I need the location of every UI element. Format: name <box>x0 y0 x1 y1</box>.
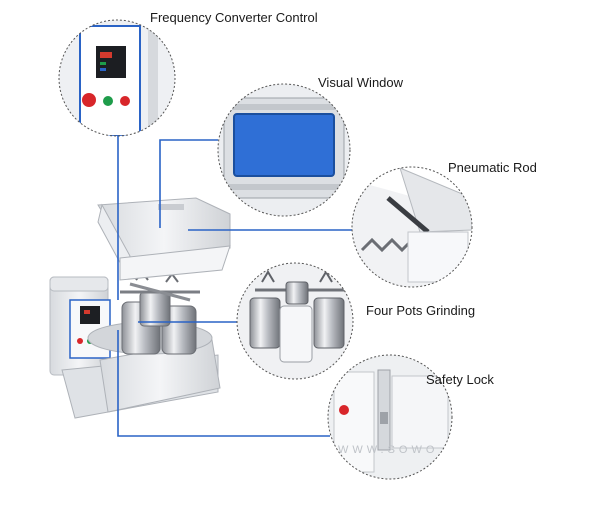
label-safety-lock: Safety Lock <box>426 372 494 387</box>
label-visual-window: Visual Window <box>318 75 404 90</box>
machine-lid <box>97 197 231 281</box>
grinding-machine <box>49 197 231 419</box>
lock-indicator-icon <box>339 405 349 415</box>
watermark: WWW.SOWO <box>338 444 439 456</box>
red-button-icon <box>82 93 96 107</box>
callout-line-safety <box>117 330 330 437</box>
callout-frequency-converter <box>58 19 176 137</box>
grinding-pots <box>120 270 200 355</box>
callout-pneumatic-rod <box>351 166 473 288</box>
callout-safety-lock <box>327 354 453 480</box>
label-pneumatic-rod: Pneumatic Rod <box>448 160 537 175</box>
callout-line-visual <box>159 139 218 228</box>
green-button-icon <box>103 96 113 106</box>
label-frequency-converter: Frequency Converter Control <box>150 10 318 25</box>
callout-lines <box>117 135 352 437</box>
stop-button-icon <box>77 338 83 344</box>
callout-four-pots <box>236 262 354 380</box>
red-button-small-icon <box>120 96 130 106</box>
label-four-pots: Four Pots Grinding <box>366 303 476 318</box>
callout-visual-window <box>217 83 351 217</box>
